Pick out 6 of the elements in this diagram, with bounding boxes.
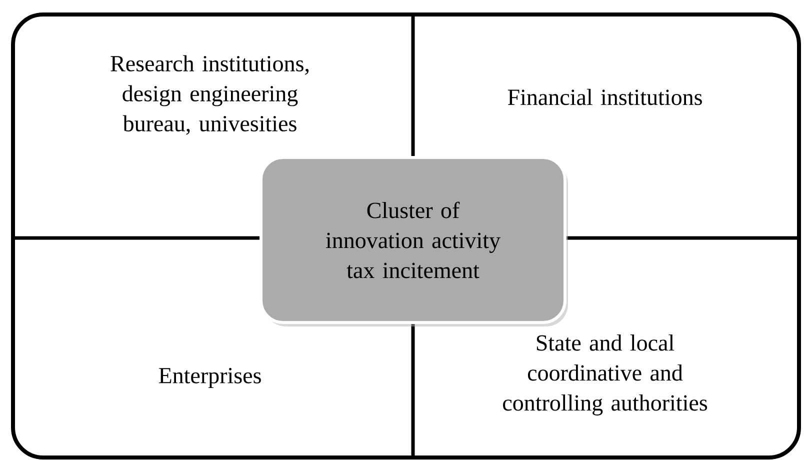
- frame: [11, 12, 801, 460]
- quadrant-text: Enterprises: [158, 368, 261, 388]
- quadrant-text: Financial institutions: [508, 88, 702, 106]
- quadrant-text: State and local coordinative and controlling authorities: [503, 334, 708, 416]
- quadrant-text: Research institutions, design engineering bureau, univesities: [110, 55, 309, 135]
- center-box: Cluster of innovation activity tax incitement: [260, 156, 568, 326]
